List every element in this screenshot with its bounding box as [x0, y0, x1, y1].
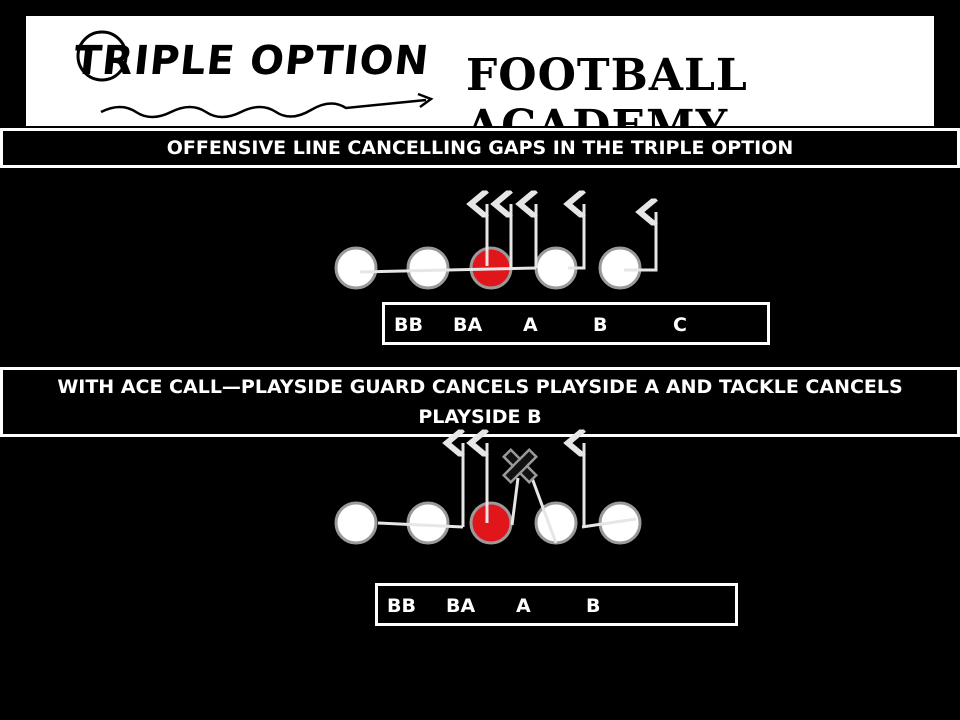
lineman-1: [334, 501, 378, 545]
gap-label: BA: [446, 595, 476, 617]
gap-label: BB: [387, 595, 416, 617]
gap-label-box-2: BB BA A B: [375, 583, 738, 626]
route-a-cross: [530, 477, 558, 544]
gap-label-box-1: BB BA A B C: [382, 302, 770, 345]
lineman-5: [598, 246, 642, 290]
gap-label: C: [673, 314, 687, 336]
route-b: [568, 204, 584, 270]
center-lineman: [469, 501, 513, 545]
title-banner-ace-call: WITH ACE CALL—PLAYSIDE GUARD CANCELS PLA…: [0, 367, 960, 437]
banner-title: OFFENSIVE LINE CANCELLING GAPS IN THE TR…: [166, 137, 794, 159]
logo-underline-arrow-icon: [76, 30, 434, 119]
lineman-2: [406, 501, 450, 545]
title-banner-gaps: OFFENSIVE LINE CANCELLING GAPS IN THE TR…: [0, 128, 960, 168]
lineman-1: [334, 246, 378, 290]
guard-line: [377, 521, 464, 529]
tackle-line: [581, 517, 637, 529]
route-c: [624, 212, 656, 272]
route-a-cancel: [510, 477, 520, 526]
gap-line: [359, 266, 537, 274]
gap-label: B: [586, 595, 601, 617]
lineman-2: [406, 246, 450, 290]
gap-label: B: [593, 314, 608, 336]
banner-line-2: PLAYSIDE B: [418, 406, 542, 428]
gap-label: BB: [394, 314, 423, 336]
gap-label: A: [523, 314, 538, 336]
gap-label: BA: [453, 314, 483, 336]
gap-label: A: [516, 595, 531, 617]
academy-header: TRIPLE OPTION FOOTBALL ACADEMY: [26, 16, 934, 152]
banner-line-1: WITH ACE CALL—PLAYSIDE GUARD CANCELS PLA…: [57, 376, 903, 398]
x-defender-icon: [501, 447, 539, 485]
